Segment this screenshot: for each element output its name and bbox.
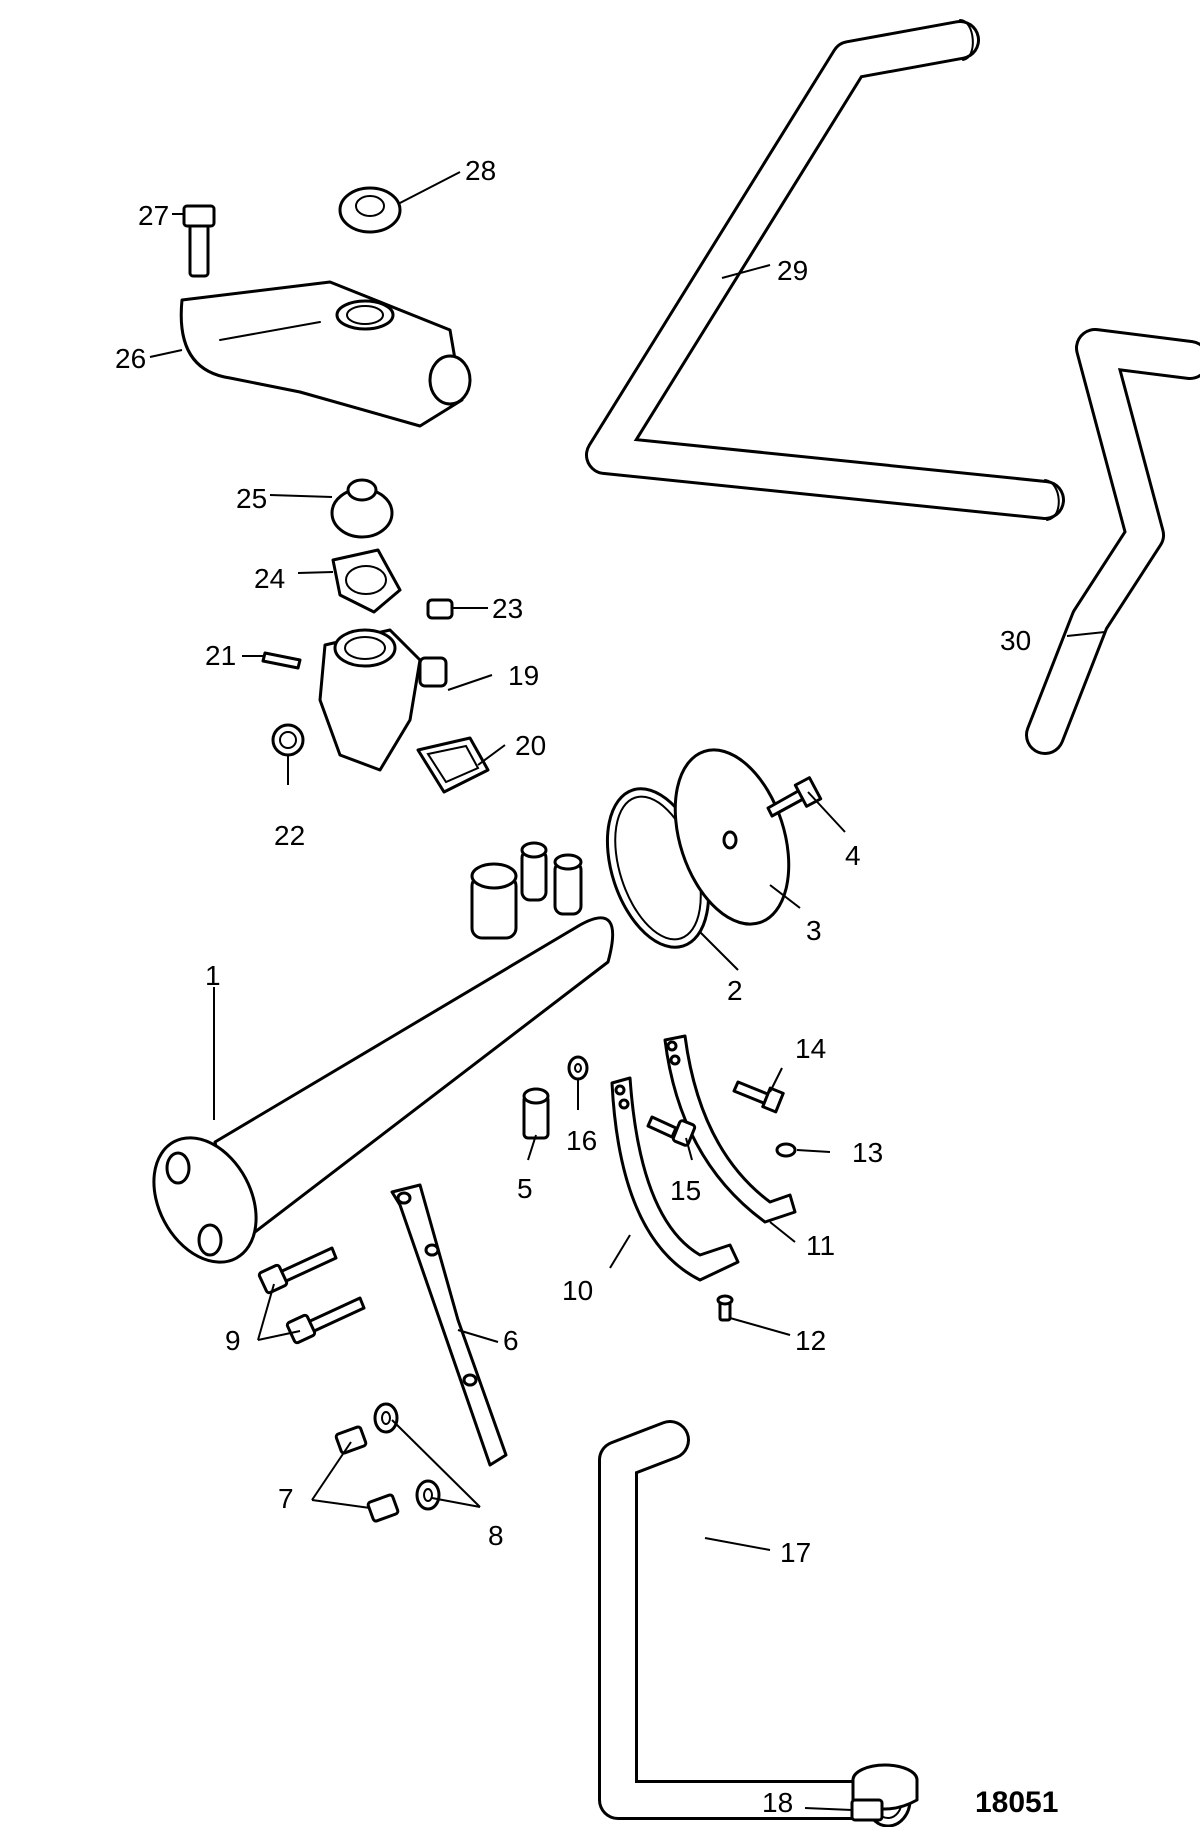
callout-17: 17 [780,1537,811,1568]
callout-28: 28 [465,155,496,186]
part-23-plug [426,598,454,620]
callout-11: 11 [806,1230,835,1261]
callout-23: 23 [492,593,523,624]
callout-4: 4 [845,840,861,871]
part-10-strap [610,1076,740,1282]
callout-9: 9 [225,1325,241,1356]
callout-8: 8 [488,1520,504,1551]
callout-2: 2 [727,975,743,1006]
part-1-heat-exchanger [152,841,615,1264]
callout-16: 16 [566,1125,597,1156]
part-29-hose [585,19,1065,521]
part-7-screws [334,1425,400,1523]
part-27-bolt [182,204,216,278]
part-30-hose [1025,328,1200,755]
part-16-washer [567,1055,589,1081]
callout-10: 10 [562,1275,593,1306]
callout-19: 19 [508,660,539,691]
callout-15: 15 [670,1175,701,1206]
part-15-bolt [646,1115,697,1147]
figure-number: 18051 [975,1786,1058,1819]
part-18-hose-clamp [850,1763,919,1822]
callout-30: 30 [1000,625,1031,656]
callout-25: 25 [236,483,267,514]
part-5-plug [522,1087,550,1140]
part-14-bolt [732,1080,785,1114]
callout-1: 1 [205,960,221,991]
callout-14: 14 [795,1033,826,1064]
callout-21: 21 [205,640,236,671]
part-22-plug [271,723,305,757]
callout-7: 7 [278,1483,294,1514]
callout-29: 29 [777,255,808,286]
callout-22: 22 [274,820,305,851]
callout-20: 20 [515,730,546,761]
callout-6: 6 [503,1325,519,1356]
part-6-bracket [390,1183,508,1467]
part-9-bolts [257,1246,366,1345]
callout-5: 5 [517,1173,533,1204]
part-24-gasket [331,548,402,614]
part-19-thermostat-housing [318,628,448,772]
callout-27: 27 [138,200,169,231]
part-20-gasket [416,736,490,794]
part-26-housing [179,280,472,428]
callout-13: 13 [852,1137,883,1168]
callout-3: 3 [806,915,822,946]
part-25-thermostat [330,478,394,539]
callout-12: 12 [795,1325,826,1356]
callout-24: 24 [254,563,285,594]
callout-labels: 1 2 3 4 5 6 7 8 9 10 11 12 13 14 15 16 1… [115,155,1031,1818]
callout-18: 18 [762,1787,793,1818]
part-3-end-cover [673,748,791,926]
part-8-washers [373,1402,441,1511]
leader-lines [149,171,1106,1811]
part-13-nut [775,1142,797,1158]
part-12-screw [716,1294,734,1322]
part-28-cap [338,186,402,234]
part-21-screw [261,651,302,670]
callout-26: 26 [115,343,146,374]
